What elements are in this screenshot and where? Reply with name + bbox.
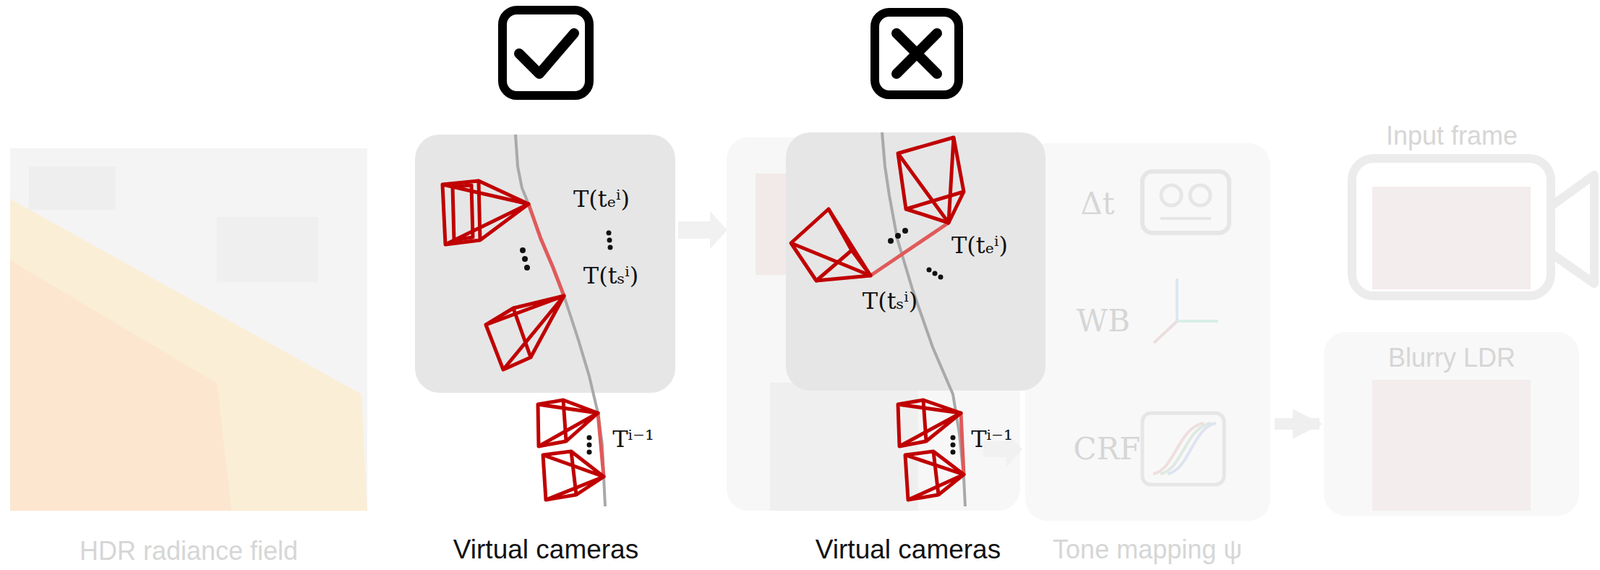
- pose-label: Tⁱ⁻¹: [612, 425, 655, 453]
- ldr-panel: [1323, 331, 1580, 516]
- image-box: HDR radiance field: [10, 148, 368, 511]
- panel-caption: Virtual cameras: [453, 534, 639, 566]
- node-text: Blurry LDR: [1388, 342, 1516, 373]
- virtual-cameras-good: [415, 134, 676, 507]
- camera-panel: T(tₑⁱ) T(tₛⁱ): [785, 132, 1046, 391]
- cross-icon: [874, 12, 959, 95]
- check-icon: [502, 10, 590, 96]
- ldr-box: Blurry LDR: [1323, 331, 1580, 516]
- node-text: T(tₛⁱ): [862, 287, 918, 315]
- tone-mapping-box: ΔtWBCRFTone mapping ψ: [1025, 143, 1271, 521]
- camera-panel: T(tₑⁱ) T(tₛⁱ): [415, 134, 676, 393]
- node-text: Input frame: [1385, 120, 1518, 151]
- faded-arrow: [678, 211, 728, 249]
- panel-caption: Virtual cameras: [815, 534, 1001, 566]
- node-text: T(tₑⁱ): [951, 232, 1008, 259]
- hdr-image: [10, 148, 368, 511]
- virtual-cameras-bad: [785, 132, 1046, 507]
- tone-mapping-panel: [1025, 143, 1271, 521]
- faded-arrow: [1274, 417, 1320, 430]
- node-text: Δt: [1080, 186, 1115, 222]
- node-text: Tone mapping ψ: [1052, 534, 1243, 564]
- input-camera: [1352, 158, 1595, 296]
- node-text: WB: [1076, 303, 1131, 339]
- node-text: T(tₛⁱ): [583, 262, 639, 290]
- input-frame-box: Input frame: [1352, 158, 1551, 296]
- node-text: HDR radiance field: [79, 535, 298, 566]
- pose-label: Tⁱ⁻¹: [970, 425, 1013, 453]
- node-text: T(tₑⁱ): [573, 185, 630, 213]
- node-text: CRF: [1073, 431, 1141, 467]
